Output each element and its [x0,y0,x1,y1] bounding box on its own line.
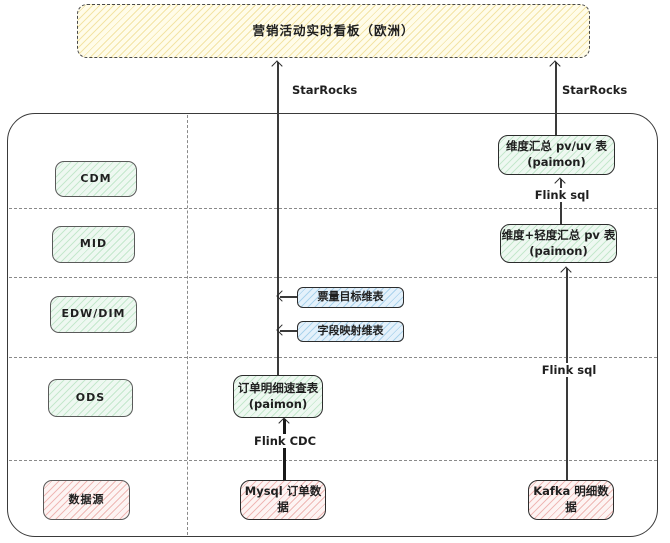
edge-ticket-target-to-flow [280,296,297,298]
edge-mysql-to-orderlookup [283,419,286,480]
kafka-detail-data-label: Kafka 明细数据 [533,484,609,514]
ticket-target-dim-label: 票量目标维表 [317,290,384,304]
node-field-mapping-dim[interactable]: 字段映射维表 [297,321,404,342]
dim-light-summary-pv-subtitle: (paimon) [529,243,588,258]
dashboard-node[interactable]: 营销活动实时看板（欧洲） [77,4,590,58]
layer-cdm[interactable]: CDM [55,161,137,197]
order-detail-lookup-title: 订单明细速查表 [237,380,319,395]
arrowhead-up-icon [549,60,561,72]
layer-ods[interactable]: ODS [48,379,133,417]
row-divider-mid-edw [9,277,657,278]
edge-label-flink-sql-ods: Flink sql [538,363,600,377]
dim-summary-pvuv-subtitle: (paimon) [527,155,586,169]
field-mapping-dim-label: 字段映射维表 [317,324,384,338]
layer-mid[interactable]: MID [52,226,135,263]
row-divider-cdm-mid [9,208,657,209]
dashboard-label: 营销活动实时看板（欧洲） [252,22,415,38]
layer-cdm-label: CDM [80,171,112,185]
node-ticket-target-dim[interactable]: 票量目标维表 [297,287,404,308]
node-mysql-order-data[interactable]: Mysql 订单数据 [240,480,326,520]
edge-label-flink-cdc: Flink CDC [252,434,318,448]
node-dim-light-summary-pv[interactable]: 维度+轻度汇总 pv 表 (paimon) [500,224,617,263]
edge-label-starrocks-right: StarRocks [562,83,628,97]
layer-datasource-label: 数据源 [68,492,105,506]
layer-edw-dim[interactable]: EDW/DIM [50,296,137,333]
edge-field-mapping-to-flow [280,330,297,332]
edge-orderlookup-to-dashboard [277,62,279,375]
order-detail-lookup-subtitle: (paimon) [248,396,308,411]
row-divider-edw-ods [9,357,657,358]
mysql-order-data-label: Mysql 订单数据 [244,484,322,514]
arrowhead-up-icon [271,60,283,72]
edge-label-starrocks-left: StarRocks [292,83,358,97]
layer-mid-label: MID [79,237,108,251]
node-dim-summary-pvuv[interactable]: 维度汇总 pv/uv 表 (paimon) [498,135,615,175]
edge-label-flink-sql-mid: Flink sql [531,188,593,202]
node-order-detail-lookup[interactable]: 订单明细速查表 (paimon) [233,375,323,418]
dim-summary-pvuv-title: 维度汇总 pv/uv 表 [505,139,608,154]
warehouse-container [7,113,658,537]
row-divider-ods-source [9,460,657,461]
edge-pvuv-to-dashboard [555,62,557,135]
layer-datasource[interactable]: 数据源 [43,480,130,520]
dim-light-summary-pv-title: 维度+轻度汇总 pv 表 [501,227,616,242]
layer-edw-dim-label: EDW/DIM [61,307,126,321]
layer-ods-label: ODS [75,390,106,404]
column-divider [187,115,188,535]
node-kafka-detail-data[interactable]: Kafka 明细数据 [528,480,614,520]
